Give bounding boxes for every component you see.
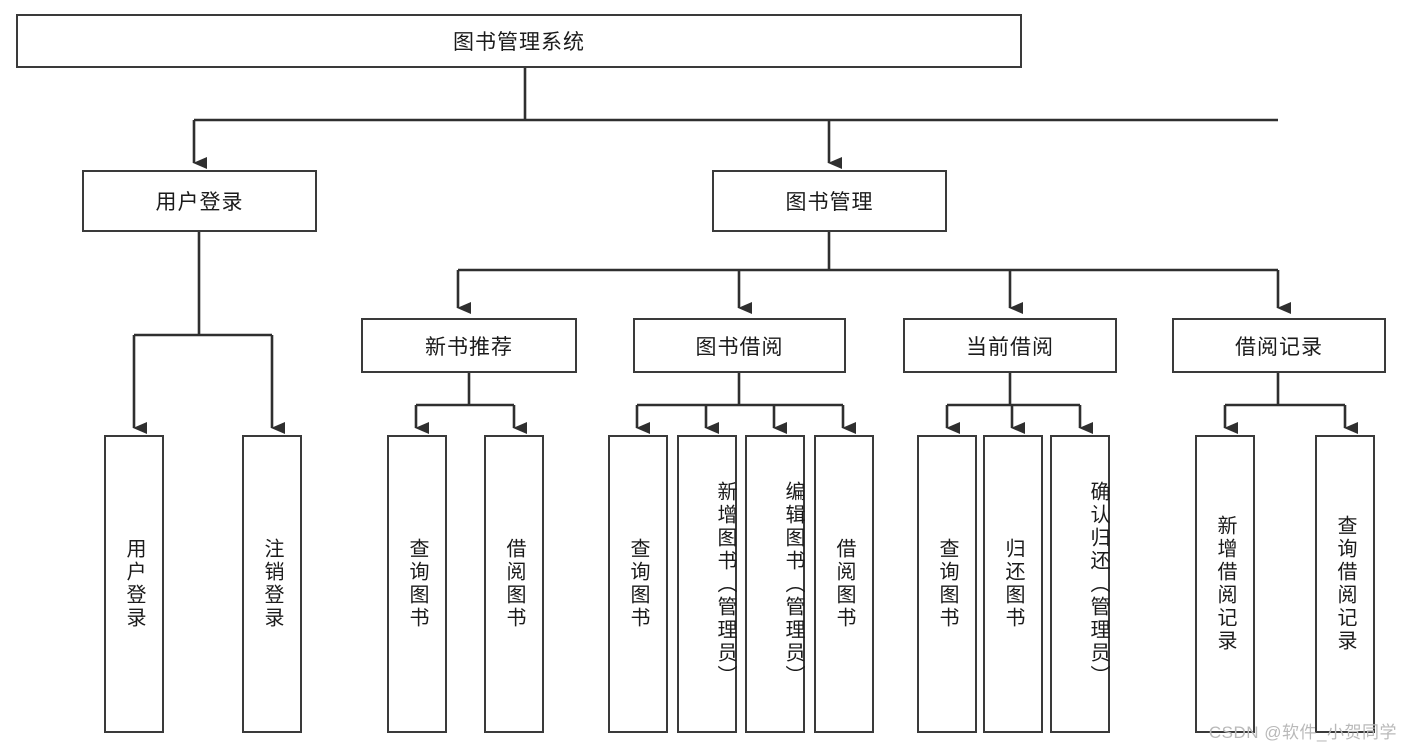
node-new-book-label: 新书推荐	[425, 335, 513, 359]
leaf-new-book-0-label: 查询图书	[406, 538, 428, 630]
leaf-new-book-1-label: 借阅图书	[503, 538, 525, 630]
node-current-borrow-label: 当前借阅	[966, 335, 1054, 359]
leaf-book-borrow-1-label: 新增图书（管理员）	[714, 480, 736, 688]
leaf-new-book-0[interactable]: 查询图书	[387, 435, 447, 733]
leaf-book-borrow-2-label: 编辑图书（管理员）	[782, 480, 804, 688]
leaf-borrow-record-0[interactable]: 新增借阅记录	[1195, 435, 1255, 733]
node-book-borrow-label: 图书借阅	[695, 335, 784, 359]
leaf-borrow-record-0-label: 新增借阅记录	[1214, 515, 1236, 653]
leaf-current-borrow-0[interactable]: 查询图书	[917, 435, 977, 733]
leaf-user-login-1[interactable]: 注销登录	[242, 435, 302, 733]
leaf-book-borrow-2[interactable]: 编辑图书（管理员）	[745, 435, 805, 733]
leaf-user-login-0-label: 用户登录	[123, 538, 145, 630]
leaf-book-borrow-0-label: 查询图书	[627, 538, 649, 630]
node-borrow-record-label: 借阅记录	[1235, 335, 1323, 359]
node-borrow-record[interactable]: 借阅记录	[1172, 318, 1386, 373]
leaf-current-borrow-1[interactable]: 归还图书	[983, 435, 1043, 733]
leaf-current-borrow-2[interactable]: 确认归还（管理员）	[1050, 435, 1110, 733]
leaf-book-borrow-3[interactable]: 借阅图书	[814, 435, 874, 733]
node-user-login[interactable]: 用户登录	[82, 170, 317, 232]
leaf-book-borrow-3-label: 借阅图书	[833, 538, 855, 630]
leaf-book-borrow-1[interactable]: 新增图书（管理员）	[677, 435, 737, 733]
node-root-label: 图书管理系统	[453, 31, 585, 54]
leaf-book-borrow-0[interactable]: 查询图书	[608, 435, 668, 733]
node-book-manage[interactable]: 图书管理	[712, 170, 947, 232]
leaf-current-borrow-2-label: 确认归还（管理员）	[1087, 480, 1109, 688]
leaf-current-borrow-1-label: 归还图书	[1002, 538, 1024, 630]
node-root[interactable]: 图书管理系统	[16, 14, 1022, 68]
leaf-user-login-0[interactable]: 用户登录	[104, 435, 164, 733]
node-book-manage-label: 图书管理	[785, 191, 874, 214]
leaf-new-book-1[interactable]: 借阅图书	[484, 435, 544, 733]
leaf-user-login-1-label: 注销登录	[261, 538, 283, 630]
leaf-borrow-record-1-label: 查询借阅记录	[1334, 515, 1356, 653]
node-book-borrow[interactable]: 图书借阅	[633, 318, 846, 373]
watermark-text: CSDN @软件_小贺同学	[1208, 723, 1397, 742]
node-user-login-label: 用户登录	[155, 191, 244, 214]
leaf-current-borrow-0-label: 查询图书	[936, 538, 958, 630]
node-new-book[interactable]: 新书推荐	[361, 318, 577, 373]
leaf-borrow-record-1[interactable]: 查询借阅记录	[1315, 435, 1375, 733]
node-current-borrow[interactable]: 当前借阅	[903, 318, 1117, 373]
